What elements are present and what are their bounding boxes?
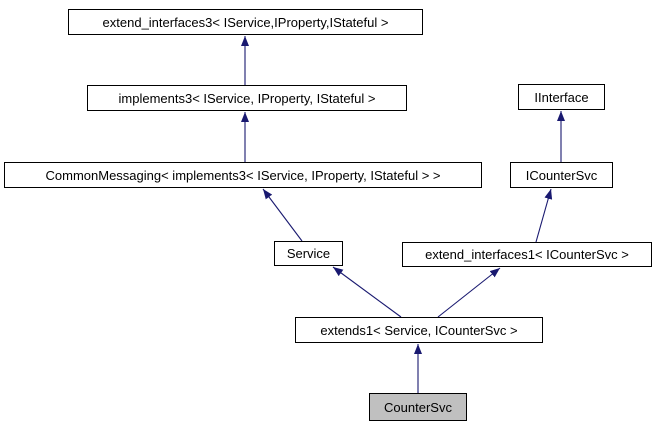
class-node-extend-interfaces1[interactable]: extend_interfaces1< ICounterSvc > [402,242,652,267]
class-node-service[interactable]: Service [274,241,343,266]
class-node-countersvc-current: CounterSvc [369,393,467,421]
class-node-extends1[interactable]: extends1< Service, ICounterSvc > [295,317,543,343]
inheritance-arrow-service-to-commonmessaging [262,188,303,242]
class-node-icountersvc[interactable]: ICounterSvc [510,162,613,188]
class-node-commonmessaging[interactable]: CommonMessaging< implements3< IService, … [4,162,482,188]
class-node-iinterface[interactable]: IInterface [518,84,605,110]
class-node-implements3[interactable]: implements3< IService, IProperty, IState… [87,85,407,111]
class-node-extend-interfaces3[interactable]: extend_interfaces3< IService,IProperty,I… [68,9,423,35]
inheritance-arrow-extends1-to-extend-interfaces1 [437,267,501,318]
inheritance-arrow-extend-interfaces1-to-icountersvc [535,188,553,243]
inheritance-arrow-extends1-to-service [332,266,402,318]
